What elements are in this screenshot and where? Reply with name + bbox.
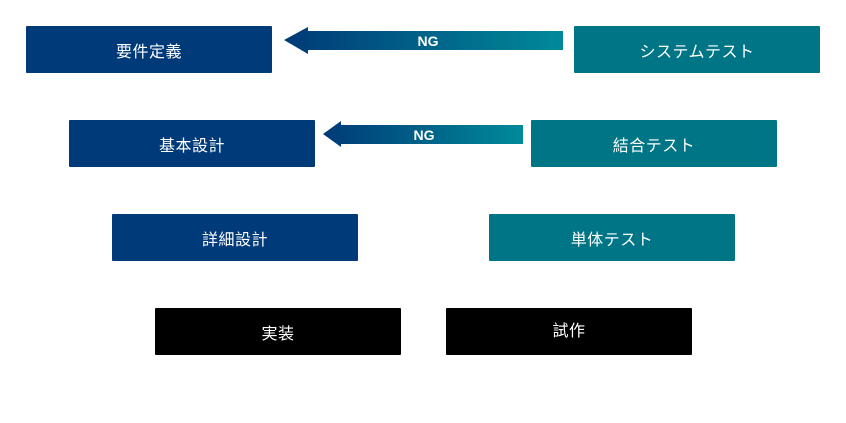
box-label: 実装 [261, 323, 295, 343]
box-label: 要件定義 [115, 41, 182, 61]
box-implementation: 実装 [155, 308, 401, 355]
box-label: 単体テスト [570, 229, 654, 249]
box-system-test: システムテスト [574, 26, 820, 73]
ng-arrow-2-label: NG [414, 127, 435, 143]
ng-arrow-1-label: NG [418, 33, 439, 49]
box-label: 結合テスト [612, 135, 696, 155]
box-label: 基本設計 [158, 135, 225, 155]
box-label: 試作 [552, 320, 586, 340]
box-detailed-design: 詳細設計 [112, 214, 358, 261]
box-basic-design: 基本設計 [69, 120, 315, 167]
ng-arrow-1 [284, 27, 563, 54]
box-label: システムテスト [639, 41, 755, 61]
ng-arrow-2 [323, 121, 523, 147]
box-requirements-definition: 要件定義 [26, 26, 272, 73]
box-prototype: 試作 [446, 308, 692, 355]
box-unit-test: 単体テスト [489, 214, 735, 261]
box-label: 詳細設計 [201, 229, 268, 249]
box-integration-test: 結合テスト [531, 120, 777, 167]
